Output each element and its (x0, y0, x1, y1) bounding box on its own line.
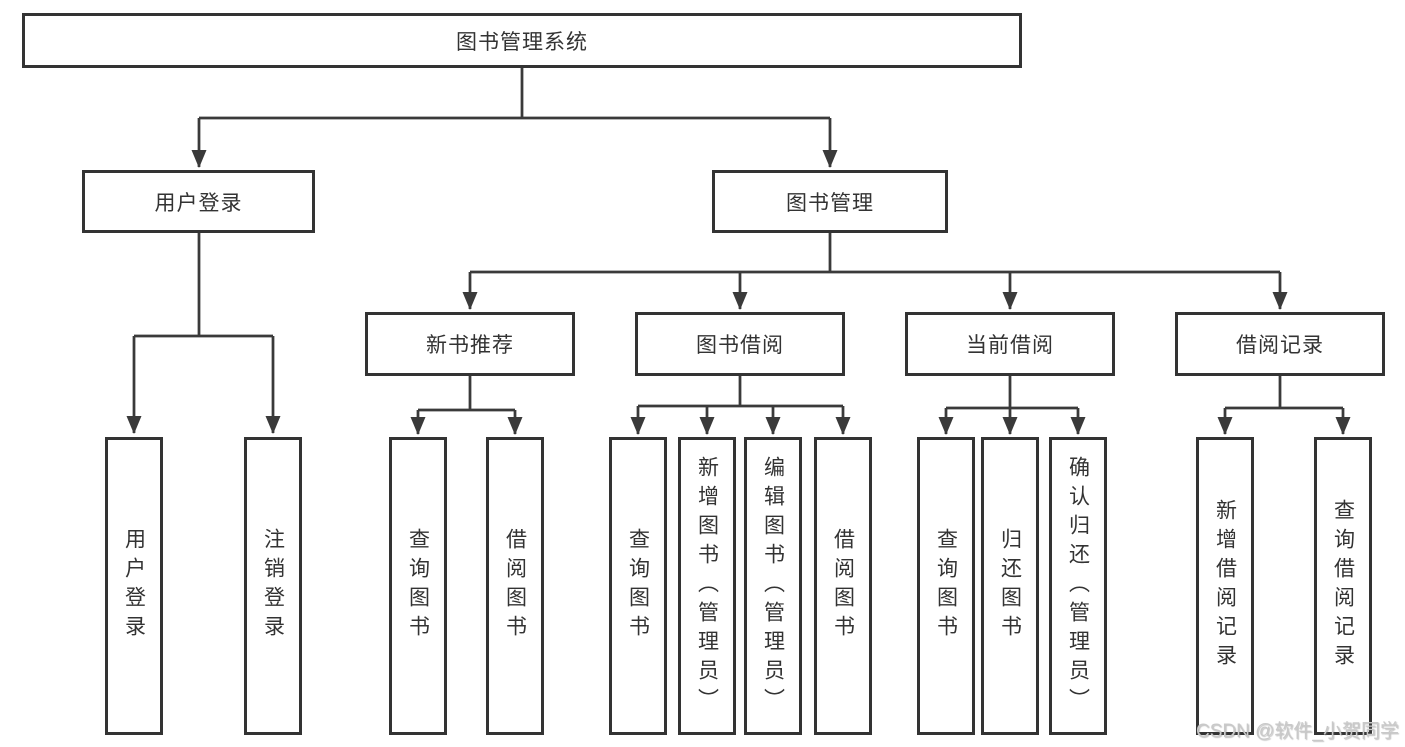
node-label: 新书推荐 (426, 334, 514, 357)
node-label: 确认归还（管理员） (1066, 455, 1090, 717)
leaf-confirm-return-admin: 确认归还（管理员） (1049, 437, 1107, 735)
leaf-borrow-books-borrowing: 借阅图书 (814, 437, 872, 735)
node-label: 查询图书 (934, 528, 958, 644)
node-current-borrowing: 当前借阅 (905, 312, 1115, 376)
node-borrowing-records: 借阅记录 (1175, 312, 1385, 376)
leaf-add-borrow-record: 新增借阅记录 (1196, 437, 1254, 735)
node-label: 借阅图书 (503, 528, 527, 644)
node-label: 新增图书（管理员） (695, 455, 719, 717)
node-label: 借阅图书 (831, 528, 855, 644)
node-label: 查询图书 (626, 528, 650, 644)
node-label: 图书借阅 (696, 334, 784, 357)
leaf-query-books-borrowing: 查询图书 (609, 437, 667, 735)
node-new-book-recommendation: 新书推荐 (365, 312, 575, 376)
node-label: 图书管理 (786, 191, 874, 215)
node-label: 归还图书 (998, 528, 1022, 644)
leaf-query-books-recommend: 查询图书 (389, 437, 447, 735)
node-label: 图书管理系统 (456, 30, 588, 54)
node-book-borrowing: 图书借阅 (635, 312, 845, 376)
node-label: 编辑图书（管理员） (761, 455, 785, 717)
node-label: 当前借阅 (966, 334, 1054, 357)
csdn-watermark: CSDN @软件_小贺同学 (1196, 721, 1399, 742)
node-label: 注销登录 (261, 528, 285, 644)
node-label: 查询借阅记录 (1331, 499, 1355, 673)
leaf-return-books: 归还图书 (981, 437, 1039, 735)
node-user-login: 用户登录 (82, 170, 315, 233)
node-label: 新增借阅记录 (1213, 499, 1237, 673)
leaf-query-borrow-record: 查询借阅记录 (1314, 437, 1372, 735)
leaf-user-login: 用户登录 (105, 437, 163, 735)
node-label: 借阅记录 (1236, 334, 1324, 357)
node-label: 用户登录 (122, 528, 146, 644)
node-library-management-system: 图书管理系统 (22, 13, 1022, 68)
node-book-management: 图书管理 (712, 170, 948, 233)
leaf-query-books-current: 查询图书 (917, 437, 975, 735)
leaf-logout: 注销登录 (244, 437, 302, 735)
leaf-edit-book-admin: 编辑图书（管理员） (744, 437, 802, 735)
leaf-add-book-admin: 新增图书（管理员） (678, 437, 736, 735)
node-label: 查询图书 (406, 528, 430, 644)
leaf-borrow-books-recommend: 借阅图书 (486, 437, 544, 735)
node-label: 用户登录 (154, 191, 243, 215)
